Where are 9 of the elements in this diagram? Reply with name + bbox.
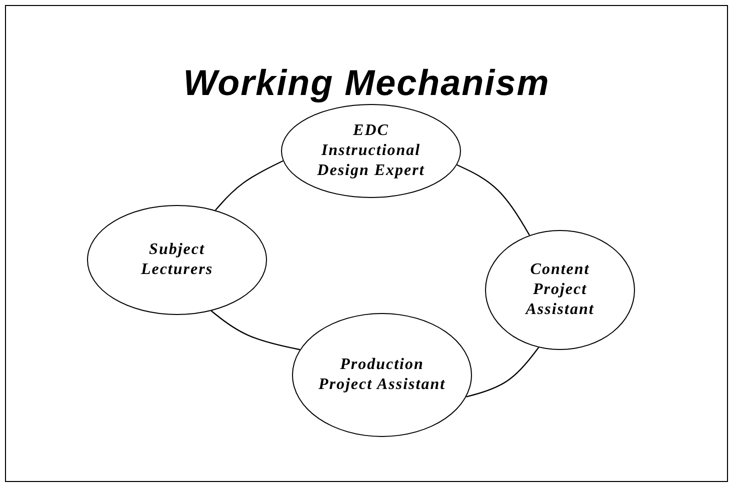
connector-line xyxy=(214,160,284,211)
node-label: Production Project Assistant xyxy=(317,355,447,395)
node-label: Subject Lecturers xyxy=(140,240,214,280)
connector-line xyxy=(456,164,530,236)
node-label: EDC Instructional Design Expert xyxy=(316,121,426,181)
title: Working Mechanism xyxy=(182,62,551,104)
connector-line xyxy=(466,347,540,398)
connector-line xyxy=(210,310,300,350)
node-label: Content Project Assistant xyxy=(524,260,596,320)
